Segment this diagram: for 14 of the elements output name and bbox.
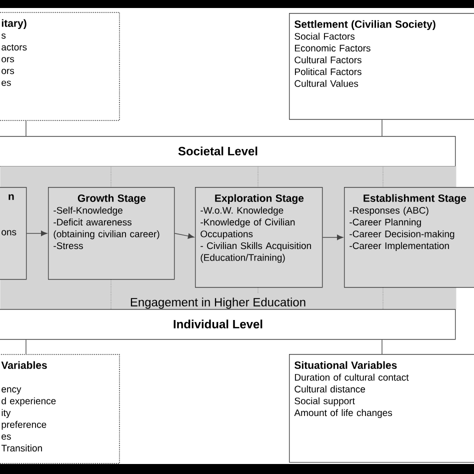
factor-box: Variables ency d experience ity preference es Transition <box>0 354 120 464</box>
connector <box>26 230 48 236</box>
connector <box>174 233 194 239</box>
level-box: Societal Level <box>0 136 456 167</box>
stage-box: Establishment Stage -Responses (ABC) -Career Planning -Career Decision-making -Career Implementation <box>344 187 474 288</box>
stage-box: Growth Stage -Self-Knowledge -Deficit awareness (obtaining civilian career) -Stress <box>48 187 175 280</box>
node-label: Engagement in Higher Education <box>130 298 306 309</box>
connector <box>322 234 344 240</box>
stage-box: n ons <box>0 187 27 280</box>
factor-box: itary) s actors ors ors es <box>0 12 120 121</box>
factor-box: Settlement (Civilian Society) Social Factors Economic Factors Cultural Factors Political Factors Cultural Values <box>289 13 474 120</box>
stage-box: Exploration Stage -W.o.W. Knowledge -Knowledge of Civilian Occupations - Civilian Skills Acquisition (Education/Training) <box>195 187 323 288</box>
level-box: Individual Level <box>0 309 456 340</box>
factor-box: Situational Variables Duration of cultural contact Cultural distance Social support Amount of life changes <box>289 354 474 463</box>
